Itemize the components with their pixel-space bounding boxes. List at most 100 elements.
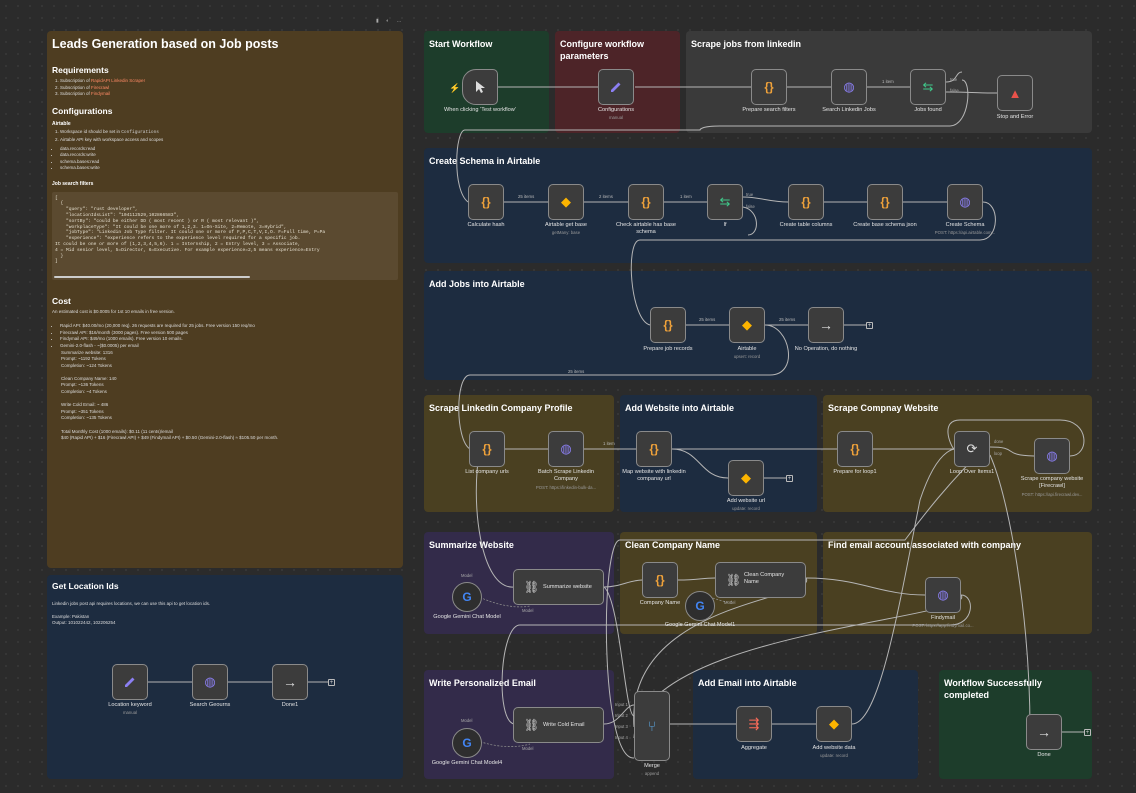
add-node-button[interactable]: + xyxy=(866,322,873,329)
airtable-icon: ◆ xyxy=(829,716,839,731)
node-no-operation[interactable]: → xyxy=(808,307,844,343)
node-done1[interactable]: → xyxy=(272,664,308,700)
requirement-item: Subscription of Findymail xyxy=(60,91,398,98)
node-airtable-get-base[interactable]: ◆ xyxy=(548,184,584,220)
label-company-name: Company Name xyxy=(639,600,681,606)
cost-detail: Total Monthly Cost (1000 emails): $0.11 … xyxy=(61,428,173,434)
node-airtable[interactable]: ◆ xyxy=(729,307,765,343)
requirement-item: Subscription of RapidAPI Linkedin Scrape… xyxy=(60,78,398,85)
node-create-base-schema[interactable]: {} xyxy=(867,184,903,220)
edge-label: 25 items xyxy=(518,194,535,199)
google-icon: G xyxy=(462,736,472,750)
google-icon: G xyxy=(695,599,705,613)
node-search-linkedin-jobs[interactable]: ◍ xyxy=(831,69,867,105)
port-label: Model xyxy=(461,718,473,723)
edge-label: 25 items xyxy=(779,317,796,322)
node-prepare-for-loop[interactable]: {} xyxy=(837,431,873,467)
code-scrollbar[interactable] xyxy=(54,275,250,278)
location-example: Example: Pakistan xyxy=(52,613,90,619)
node-if[interactable]: ⇆ xyxy=(707,184,743,220)
sub-merge: append xyxy=(644,771,660,776)
label-done1: Done1 xyxy=(281,702,299,708)
node-firecrawl[interactable]: ◍ xyxy=(1034,438,1070,474)
sub-airtable-get-base: getMany: base xyxy=(551,230,581,235)
node-gemini-model1[interactable]: G xyxy=(685,591,715,621)
node-check-airtable-schema[interactable]: {} xyxy=(628,184,664,220)
cost-detail xyxy=(61,369,398,376)
add-node-button[interactable]: + xyxy=(786,475,793,482)
label-create-base-schema: Create base schema json xyxy=(853,222,917,228)
node-add-website-url[interactable]: ◆ xyxy=(728,460,764,496)
sub-firecrawl: POST: https://api.firecrawl.dev... xyxy=(1021,492,1083,497)
link-icon: ⛓ xyxy=(524,718,540,732)
node-prepare-job-records[interactable]: {} xyxy=(650,307,686,343)
label-airtable-get-base: Airtable get base xyxy=(545,222,587,228)
port-label: true xyxy=(746,192,754,197)
node-create-schema[interactable]: ◍ xyxy=(947,184,983,220)
label-gemini-model1: Google Gemini Chat Model1 xyxy=(664,622,736,628)
code-icon: {} xyxy=(764,80,774,94)
cost-heading: Cost xyxy=(52,295,71,306)
node-trigger[interactable] xyxy=(462,69,498,105)
port-label: false xyxy=(950,88,959,93)
edge-label: 2 items xyxy=(599,194,613,199)
port-label: Model xyxy=(461,573,473,578)
node-location-keyword[interactable] xyxy=(112,664,148,700)
node-map-website[interactable]: {} xyxy=(636,431,672,467)
add-node-button[interactable]: + xyxy=(1084,729,1091,736)
node-clean-company-name[interactable]: ⛓ xyxy=(715,562,806,598)
requirement-link[interactable]: Firecrawl xyxy=(91,84,110,90)
node-jobs-found[interactable]: ⇆ xyxy=(910,69,946,105)
node-gemini-model4[interactable]: G xyxy=(452,728,482,758)
requirement-link[interactable]: RapidAPI Linkedin Scraper xyxy=(91,78,146,83)
label-create-schema: Create Schema xyxy=(945,222,985,228)
cost-detail: Prompt: ~1192 Tokens xyxy=(61,356,106,362)
port-label: Input 4 xyxy=(615,735,628,740)
aggregate-icon: ⇶ xyxy=(748,716,760,731)
label-gemini-model: Google Gemini Chat Model xyxy=(433,614,501,620)
node-search-geourns[interactable]: ◍ xyxy=(192,664,228,700)
node-company-name[interactable]: {} xyxy=(642,562,678,598)
node-write-cold-email[interactable]: ⛓ xyxy=(513,707,604,743)
port-label: Input 3 xyxy=(615,724,628,729)
edge-label: 25 items xyxy=(568,369,585,374)
node-prepare-search-filters[interactable]: {} xyxy=(751,69,787,105)
job-filters-heading: Job search filters xyxy=(52,180,94,187)
section-profile: Scrape Linkedin Company Profile xyxy=(424,395,614,512)
label-add-website-data: Add website data xyxy=(812,745,856,751)
node-stop-and-error[interactable]: ▲ xyxy=(997,75,1033,111)
node-gemini-model[interactable]: G xyxy=(452,582,482,612)
node-configurations[interactable] xyxy=(598,69,634,105)
node-summarize-website[interactable]: ⛓ xyxy=(513,569,604,605)
node-add-website-data[interactable]: ◆ xyxy=(816,706,852,742)
code-icon: {} xyxy=(481,195,491,209)
node-batch-scrape[interactable]: ◍ xyxy=(548,431,584,467)
toolbar-icons[interactable]: ▮ ◐ … xyxy=(376,18,405,24)
node-findymail[interactable]: ◍ xyxy=(925,577,961,613)
node-aggregate[interactable]: ⇶ xyxy=(736,706,772,742)
node-loop-over-items[interactable]: ⟳ xyxy=(954,431,990,467)
globe-icon: ◍ xyxy=(560,441,572,456)
node-create-table-columns[interactable]: {} xyxy=(788,184,824,220)
cost-detail: $40 (Rapid API) + $16 (Firecrawl API) + … xyxy=(61,435,279,441)
label-firecrawl: Scrape company website [Firecrawl] xyxy=(1020,476,1084,489)
add-node-button[interactable]: + xyxy=(328,679,335,686)
cost-detail: Completion: ~135 Tokens xyxy=(61,415,112,421)
label-done: Done xyxy=(1037,752,1051,758)
node-list-company-urls[interactable]: {} xyxy=(469,431,505,467)
requirement-link[interactable]: Findymail xyxy=(91,91,111,97)
cost-detail: Completion: ~124 Tokens xyxy=(61,362,112,368)
label-check-airtable-schema: Check airtable has base schema xyxy=(615,222,676,235)
node-merge[interactable]: ⑂ xyxy=(634,691,670,761)
label-findymail: Findymail xyxy=(931,615,955,621)
cost-detail: Summarize website: 1316 xyxy=(61,349,113,355)
node-calculate-hash[interactable]: {} xyxy=(468,184,504,220)
node-done[interactable]: → xyxy=(1026,714,1062,750)
cost-detail: Write Cold Email: ~ 486 xyxy=(61,402,109,408)
label-add-website-url: Add website url xyxy=(726,498,766,504)
label-stop-and-error: Stop and Error xyxy=(996,114,1034,120)
port-label: true xyxy=(950,77,958,82)
job-filters-code[interactable]: [ { "query": "rust developer", "location… xyxy=(52,191,398,280)
port-label: done xyxy=(994,439,1004,444)
section-schema: Create Schema in Airtable xyxy=(424,148,1092,263)
